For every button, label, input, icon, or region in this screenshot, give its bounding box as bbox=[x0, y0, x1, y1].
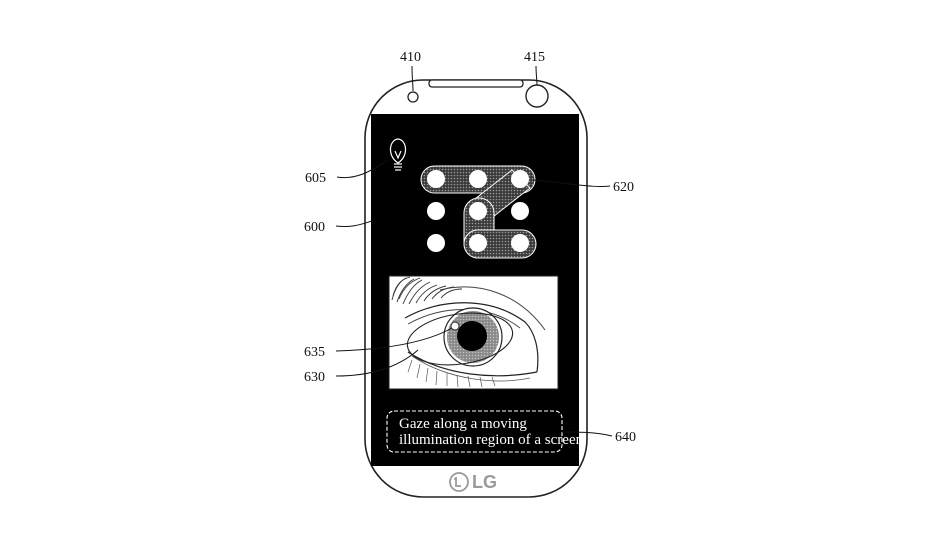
pattern-dot[interactable] bbox=[427, 170, 445, 188]
light-bulb-icon bbox=[389, 138, 407, 171]
pattern-dot[interactable] bbox=[469, 170, 487, 188]
ref-600: 600 bbox=[304, 220, 325, 235]
ref-640: 640 bbox=[615, 430, 636, 445]
leader-635 bbox=[335, 327, 453, 352]
ref-630: 630 bbox=[304, 370, 325, 385]
ref-620: 620 bbox=[613, 180, 634, 195]
message-line-2: illumination region of a screen bbox=[399, 432, 584, 448]
pattern-dot[interactable] bbox=[469, 202, 487, 220]
message-box bbox=[386, 410, 563, 453]
ref-635: 635 bbox=[304, 345, 325, 360]
pattern-grid bbox=[427, 170, 529, 252]
corneal-glint bbox=[450, 321, 460, 331]
pattern-dot[interactable] bbox=[427, 202, 445, 220]
leader-605 bbox=[336, 159, 389, 179]
ref-410: 410 bbox=[400, 50, 421, 65]
message-line-1: Gaze along a moving bbox=[399, 416, 527, 432]
pupil bbox=[457, 321, 487, 351]
leader-620 bbox=[532, 179, 611, 188]
pattern-dot[interactable] bbox=[469, 234, 487, 252]
pattern-dot[interactable] bbox=[511, 170, 529, 188]
lg-logo-icon: LG bbox=[449, 472, 497, 492]
leader-415 bbox=[535, 65, 538, 86]
ref-415: 415 bbox=[524, 50, 545, 65]
speaker-slot bbox=[428, 79, 524, 88]
eye-image bbox=[388, 275, 559, 390]
ref-605: 605 bbox=[305, 171, 326, 186]
leader-630 bbox=[335, 349, 419, 377]
sensor-410 bbox=[407, 91, 419, 103]
leader-600 bbox=[335, 220, 373, 227]
leader-640 bbox=[561, 431, 613, 437]
pattern-dot[interactable] bbox=[511, 234, 529, 252]
pattern-dot[interactable] bbox=[511, 202, 529, 220]
brand-text: LG bbox=[472, 472, 497, 492]
leader-410 bbox=[411, 65, 414, 92]
pattern-dot[interactable] bbox=[427, 234, 445, 252]
camera-415 bbox=[525, 84, 549, 108]
